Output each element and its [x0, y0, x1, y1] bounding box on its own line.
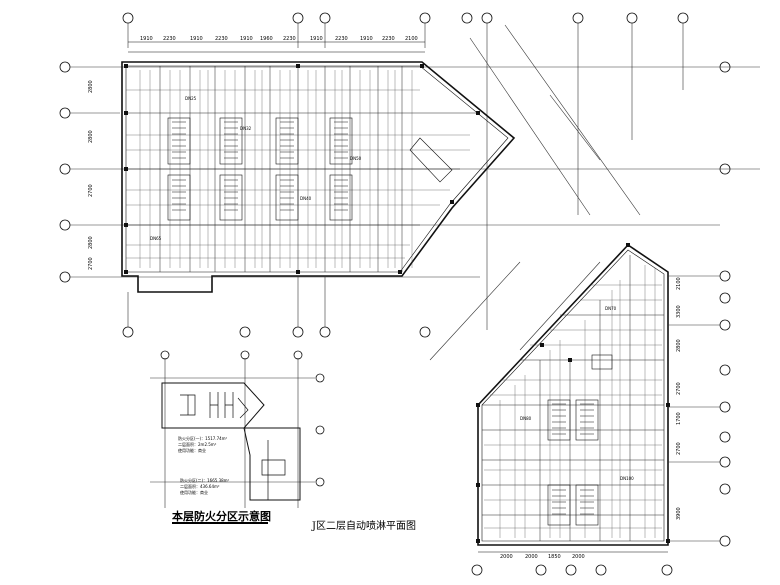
stair-cores	[167, 117, 453, 221]
zone-legend-2: 防火分区(二)：1665.38m² 二层面积：436.64m² 使用功能：商业	[180, 477, 230, 495]
svg-text:1960: 1960	[260, 36, 273, 42]
bottom-axis-bubbles-a	[122, 276, 431, 338]
svg-text:DN32: DN32	[240, 126, 252, 131]
left-dimensions: 2800 2800 2700 2800 2700	[88, 80, 94, 270]
svg-text:2100: 2100	[405, 36, 418, 42]
svg-text:2230: 2230	[382, 36, 395, 42]
svg-text:2100: 2100	[676, 277, 682, 290]
svg-text:2700: 2700	[88, 184, 94, 197]
top-dimensions: 1910 2230 1910 2230 1910 1960 2230 1910 …	[140, 36, 418, 42]
svg-text:DN100: DN100	[620, 476, 634, 481]
svg-text:使用功能：商业: 使用功能：商业	[178, 447, 206, 453]
svg-text:2700: 2700	[676, 442, 682, 455]
svg-text:2800: 2800	[676, 339, 682, 352]
svg-text:2230: 2230	[335, 36, 348, 42]
building-b: 2100 3300 2800 2700 1700 2700 3900 2000 …	[429, 24, 731, 576]
svg-text:2230: 2230	[215, 36, 228, 42]
svg-text:二层面积：2m2.5m²: 二层面积：2m2.5m²	[178, 441, 217, 447]
fire-zone-key-map: 防火分区(一)：1517.74m² 二层面积：2m2.5m² 使用功能：商业 防…	[150, 350, 325, 508]
svg-text:1910: 1910	[360, 36, 373, 42]
right-dimensions: 2100 3300 2800 2700 1700 2700 3900	[676, 277, 682, 520]
svg-text:1910: 1910	[240, 36, 253, 42]
svg-text:2800: 2800	[88, 236, 94, 249]
right-axis-bubbles	[668, 270, 731, 547]
svg-text:使用功能：商业: 使用功能：商业	[180, 489, 208, 495]
svg-text:2230: 2230	[163, 36, 176, 42]
svg-text:1910: 1910	[190, 36, 203, 42]
svg-text:DN80: DN80	[520, 416, 532, 421]
svg-text:1910: 1910	[310, 36, 323, 42]
svg-text:防火分区(二)：1665.38m²: 防火分区(二)：1665.38m²	[180, 477, 230, 483]
svg-text:1700: 1700	[676, 412, 682, 425]
svg-text:二层面积：436.64m²: 二层面积：436.64m²	[180, 483, 220, 489]
left-axis-bubbles	[59, 61, 760, 283]
svg-text:DN65: DN65	[150, 236, 162, 241]
caption-underline	[172, 522, 268, 524]
svg-text:DN50: DN50	[350, 156, 362, 161]
svg-text:防火分区(一)：1517.74m²: 防火分区(一)：1517.74m²	[178, 435, 228, 441]
svg-text:3900: 3900	[676, 507, 682, 520]
svg-text:DN40: DN40	[300, 196, 312, 201]
building-a: 1910 2230 1910 2230 1910 1960 2230 1910 …	[59, 12, 760, 338]
svg-text:2800: 2800	[88, 130, 94, 143]
pipe-labels: DN25 DN32 DN40 DN50 DN65 DN70 DN80 DN100	[150, 96, 634, 481]
top-axis-bubbles	[122, 12, 689, 330]
svg-text:2800: 2800	[88, 80, 94, 93]
stair-cores-b	[547, 354, 613, 526]
zone-map-caption: 本层防火分区示意图	[172, 510, 271, 523]
plan-caption: J区二层自动喷淋平面图	[312, 521, 417, 532]
svg-text:2230: 2230	[283, 36, 296, 42]
svg-text:2700: 2700	[676, 382, 682, 395]
svg-text:3300: 3300	[676, 305, 682, 318]
svg-text:1910: 1910	[140, 36, 153, 42]
bottom-axis-bubbles-b	[471, 564, 673, 576]
svg-text:DN70: DN70	[605, 306, 617, 311]
svg-text:2000: 2000	[572, 554, 585, 560]
svg-text:2700: 2700	[88, 257, 94, 270]
svg-text:2000: 2000	[500, 554, 513, 560]
svg-text:1850: 1850	[548, 554, 561, 560]
svg-text:DN25: DN25	[185, 96, 197, 101]
bottom-dimensions: 2000 2000 1850 2000	[500, 554, 585, 560]
zone-legend-1: 防火分区(一)：1517.74m² 二层面积：2m2.5m² 使用功能：商业	[178, 435, 228, 453]
svg-text:2000: 2000	[525, 554, 538, 560]
